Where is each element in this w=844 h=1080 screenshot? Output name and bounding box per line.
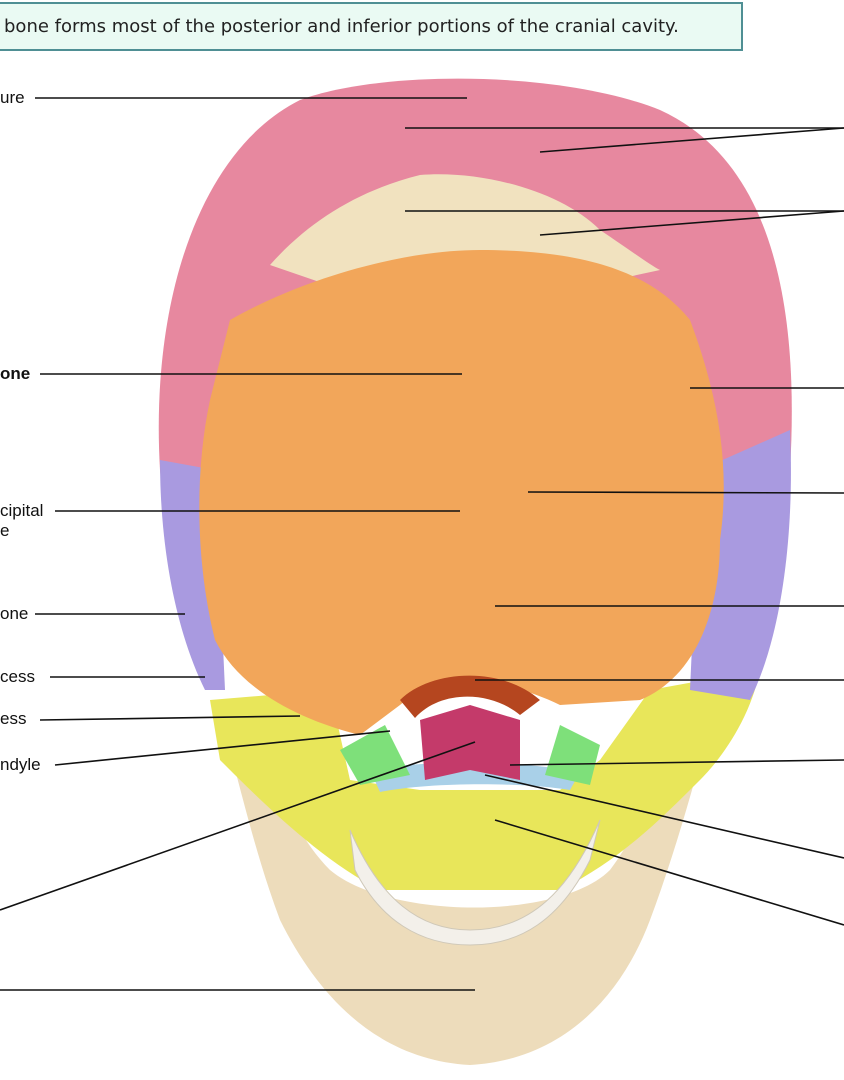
leader-line (39, 715, 301, 721)
leader-line (527, 491, 844, 494)
leader-line (494, 819, 844, 926)
sphenoid-right (545, 725, 600, 785)
leader-line (539, 127, 844, 153)
leader-line (0, 741, 476, 911)
leader-line (509, 759, 844, 766)
label-styloid-process: ess (0, 709, 27, 728)
foramen-magnum (400, 675, 540, 718)
leader-lines (0, 97, 844, 991)
sphenoid-left (340, 725, 410, 785)
question-banner: bone forms most of the posterior and inf… (0, 2, 743, 51)
leader-line (539, 210, 844, 236)
occipital-bone (199, 250, 724, 735)
leader-line (484, 774, 844, 859)
label-suture: ure (0, 88, 25, 107)
label-bone: one (0, 364, 31, 383)
vomer (420, 705, 520, 780)
label-mastoid-process: cess (0, 667, 35, 686)
maxilla (210, 670, 760, 890)
mandible (215, 690, 720, 1065)
label-occipital: cipital e (0, 501, 44, 540)
leader-line (54, 730, 391, 766)
upper-teeth (349, 819, 601, 946)
banner-text: bone forms most of the posterior and inf… (4, 16, 679, 37)
label-temporal-bone: one (0, 604, 29, 623)
label-condyle: ndyle (0, 755, 41, 774)
